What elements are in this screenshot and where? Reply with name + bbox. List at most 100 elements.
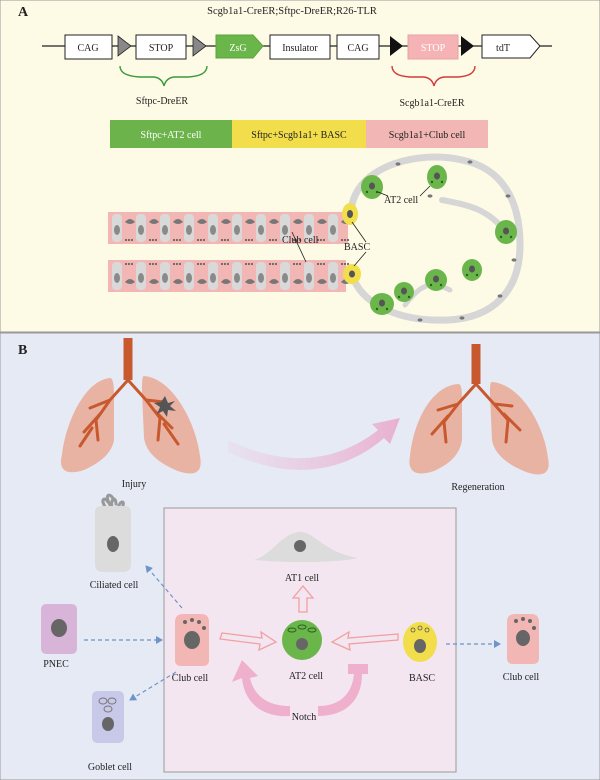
club-cell-dot [154,238,158,242]
at2-granule-3 [307,627,317,633]
injury-site-icon [154,396,176,417]
loxp-site-2 [461,36,474,56]
at2-granule [440,180,444,184]
goblet-cell-nucleus [102,717,114,731]
ciliated-epithelial-nucleus [186,273,192,283]
regeneration-label: Regeneration [451,482,504,493]
club-secretory-granule [269,219,279,224]
at2-cell-center-nucleus [296,638,308,650]
at2-cell [427,165,447,189]
genetic-construct: CAG STOP ZsG Insulator CAG STOP tdT [42,34,552,60]
legend-basc-label: Sftpc+Scgb1a1+ BASC [251,130,347,141]
basc-granule-3 [424,627,430,633]
basc-cell-b-nucleus [414,639,426,653]
pnec-label: PNEC [43,659,69,670]
injured-lung-airways [78,378,180,448]
at2-granule [509,235,513,239]
epithelial-cell-group [184,262,207,290]
at2-cell-nucleus [434,172,440,180]
epithelial-cell-group [136,214,159,242]
at2-granule [407,295,411,299]
at1-cell-label: AT1 cell [285,573,319,584]
club-cell-dot [247,262,251,266]
at2-cells [361,165,517,315]
basc-cell-lower-nucleus [349,270,355,278]
epithelial-cell-group [208,262,231,290]
goblet-cell-granule-3 [103,705,113,713]
at2-granule [475,273,479,277]
ciliated-epithelial-nucleus [258,225,264,235]
basc-label-a: BASC [344,242,370,253]
club-cell-dot [298,262,302,266]
injured-lung-left-lobe [60,378,114,473]
basc-cell-upper-nucleus [347,210,353,218]
club-cell-dot [274,238,278,242]
goblet-cell-label: Goblet cell [88,762,132,773]
alveolar-nucleus [427,194,433,198]
club-cell-dot [295,238,299,242]
alveolus: BASC AT2 cell [342,153,524,324]
club-cell-dot [178,262,182,266]
at2-granule [429,283,433,287]
club-cell-dot [130,262,134,266]
at2-cell [425,269,447,291]
club-cell-dot [250,262,254,266]
pnec-cell [41,604,77,654]
club-cell-dot [226,262,230,266]
ciliated-epithelial-nucleus [306,273,312,283]
at2-granule [385,307,389,311]
alveolar-nucleus [395,162,401,166]
club-cell-dot [343,262,347,266]
legend-club-segment [366,120,488,148]
club-secretory-granule [173,279,183,284]
ciliated-epithelial-nucleus [114,273,120,283]
club-cell-dot [343,238,347,242]
at2-cell-nucleus [369,182,375,190]
at2-granule [439,283,443,287]
club-cell-right-nucleus [516,630,530,646]
club-cell-right [507,614,539,664]
club-cell-dot [340,238,344,242]
cag-label-1: CAG [77,43,98,54]
alveolar-nucleus [497,294,503,298]
epithelial-cell-group [256,262,279,290]
epithelial-cell-group [184,214,207,242]
at1-cell-nucleus [294,540,306,552]
club-cell-dot [244,262,248,266]
epithelial-cell-group [304,262,327,290]
epithelial-cell-group [256,214,279,242]
ciliated-epithelial-nucleus [306,225,312,235]
club-cell-dot [151,262,155,266]
club-cell-dot [202,262,206,266]
panel-b: B Injury Regeneration Ciliated cel [0,332,600,780]
goblet-cell [92,691,124,743]
arrow-club-to-at2 [219,630,278,652]
club-cell-dot [148,238,152,242]
epithelial-cell-group [328,262,351,290]
ciliated-epithelial-nucleus [210,225,216,235]
club-cell-dot [199,238,203,242]
at2-cell-center [282,620,322,660]
club-cell-dot [220,262,224,266]
basc-pointer-lower [353,251,367,267]
club-cell-center-label: Club cell [172,673,209,684]
regenerated-lung-trachea [471,344,481,384]
club-cell-dot [316,238,320,242]
club-cell-dot [127,262,131,266]
panel-a: A Scgb1a1-CreER;Sftpc-DreER;R26-TLR CAG … [0,0,600,333]
club-cell-dot [199,262,203,266]
ciliated-epithelial-nucleus [330,273,336,283]
club-secretory-granule [293,219,303,224]
alveolar-wall-outer [348,153,524,324]
ciliated-epithelial-nucleus [162,225,168,235]
club-cell-dot [226,238,230,242]
club-cell-dot [316,262,320,266]
brace-left-label: Sftpc-DreER [136,96,189,107]
club-secretory-granule [125,219,135,224]
epithelial-cells [112,214,351,290]
club-secretory-granule [173,219,183,224]
basc-cell-b [403,622,437,662]
club-cell-dot [250,238,254,242]
epithelial-cell-group [136,262,159,290]
alveolar-wall-nuclei [369,160,517,322]
